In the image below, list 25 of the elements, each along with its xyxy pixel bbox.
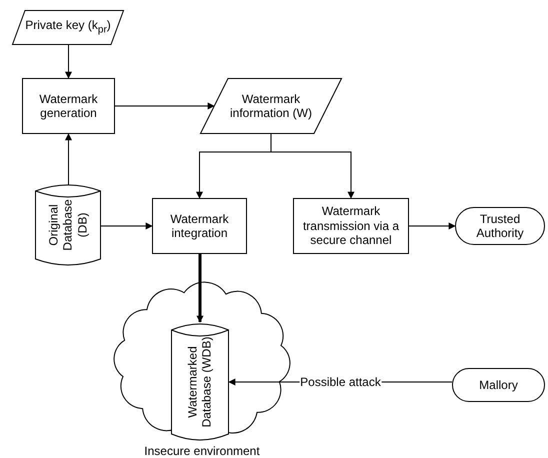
database-cylinder bbox=[35, 183, 101, 267]
node-label: Watermarked Database (WDB) bbox=[186, 336, 214, 430]
node-label: Watermark integration bbox=[169, 212, 230, 240]
arrow bbox=[408, 222, 456, 230]
process-box bbox=[22, 78, 115, 134]
data-parallelogram bbox=[200, 78, 342, 134]
process-box bbox=[152, 198, 247, 254]
node-label: Insecure environment bbox=[144, 444, 260, 458]
arrow bbox=[65, 44, 72, 79]
arrow bbox=[270, 134, 354, 199]
node-label: Trusted Authority bbox=[475, 212, 525, 240]
node-label: Watermark generation bbox=[38, 92, 99, 120]
data-parallelogram bbox=[12, 10, 124, 45]
database-cylinder bbox=[171, 322, 229, 442]
arrow bbox=[114, 102, 215, 110]
node-label: Watermark transmission via a secure channel bbox=[302, 204, 400, 248]
node-label: Original Database (DB) bbox=[46, 198, 90, 253]
arrow bbox=[65, 133, 72, 186]
arrow bbox=[196, 254, 204, 323]
edge-label: Possible attack bbox=[299, 375, 382, 389]
node-label: Mallory bbox=[478, 378, 519, 392]
node-label: Watermark information (W) bbox=[228, 92, 313, 120]
node-label: Private key (k$_{pr}$) bbox=[24, 18, 112, 37]
process-box bbox=[293, 198, 409, 254]
arrow bbox=[100, 222, 153, 230]
